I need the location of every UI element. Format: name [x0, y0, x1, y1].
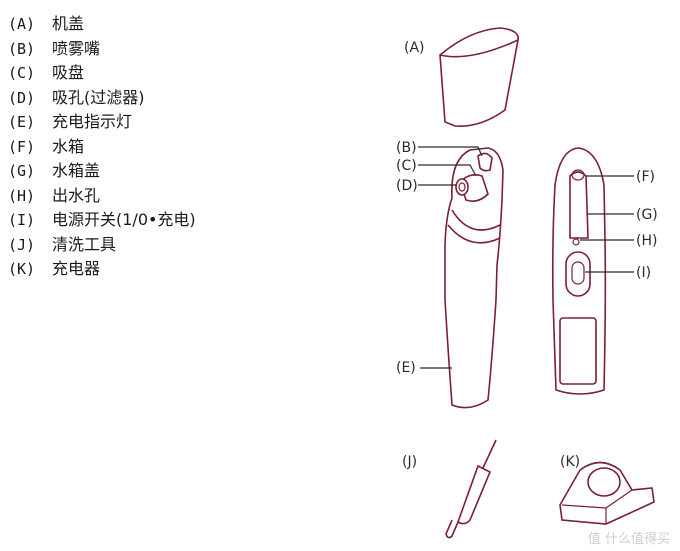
- callout-a: (A): [404, 40, 425, 56]
- legend-item: (H) 出水孔: [8, 184, 196, 209]
- legend-code: (F): [8, 137, 36, 156]
- legend-label: 清洗工具: [52, 234, 117, 254]
- legend-item: (C) 吸盘: [8, 61, 196, 86]
- cleaning-tool-drawing: [445, 439, 497, 539]
- legend-code: (H): [8, 186, 36, 205]
- legend-code: (E): [8, 113, 36, 131]
- charger-drawing: [559, 461, 655, 525]
- legend-code: (J): [8, 235, 36, 254]
- legend-item: (D) 吸孔(过滤器): [8, 86, 196, 111]
- legend-label: 充电器: [52, 259, 101, 278]
- watermark: 值 什么值得买: [587, 532, 670, 547]
- callout-k: (K): [560, 454, 580, 470]
- legend-item: (F) 水箱: [8, 135, 196, 160]
- legend-item: (B) 喷雾嘴: [8, 37, 196, 62]
- callout-d: (D): [396, 178, 418, 194]
- legend-label: 吸盘: [52, 63, 85, 82]
- legend-label: 吸孔(过滤器): [52, 87, 145, 107]
- legend-label: 水箱: [52, 136, 85, 156]
- legend-item: (A) 机盖: [8, 12, 196, 37]
- legend-code: (B): [8, 39, 36, 58]
- legend-label: 水箱盖: [52, 161, 101, 180]
- legend-code: (D): [8, 88, 36, 107]
- callout-h: (H): [636, 233, 657, 249]
- cap-drawing: [439, 27, 519, 127]
- legend-item: (J) 清洗工具: [8, 233, 196, 258]
- front-view-body: [444, 147, 504, 409]
- legend-label: 喷雾嘴: [52, 38, 101, 58]
- back-view-body: [551, 147, 607, 395]
- parts-legend: (A) 机盖 (B) 喷雾嘴 (C) 吸盘 (D) 吸孔(过滤器) (E) 充电指示灯 (…: [8, 12, 196, 282]
- callout-i: (I): [636, 265, 651, 281]
- callout-j: (J): [402, 454, 417, 470]
- legend-label: 电源开关(1/0•充电): [52, 210, 196, 229]
- legend-code: (K): [8, 260, 36, 278]
- legend-label: 充电指示灯: [52, 112, 133, 131]
- leader-c: [418, 164, 477, 177]
- legend-item: (E) 充电指示灯: [8, 110, 196, 135]
- legend-code: (I): [8, 211, 36, 229]
- legend-item: (K) 充电器: [8, 257, 196, 282]
- legend-code: (A): [8, 15, 36, 33]
- callout-g: (G): [636, 207, 658, 223]
- callout-c: (C): [396, 158, 417, 174]
- leader-b: [418, 146, 483, 157]
- legend-item: (G) 水箱盖: [8, 159, 196, 184]
- legend-label: 出水孔: [52, 185, 101, 205]
- legend-item: (I) 电源开关(1/0•充电): [8, 208, 196, 233]
- legend-code: (G): [8, 162, 36, 180]
- callout-b: (B): [396, 140, 417, 156]
- callout-f: (F): [636, 169, 655, 185]
- legend-label: 机盖: [52, 14, 85, 33]
- callout-e: (E): [396, 360, 416, 376]
- legend-code: (C): [8, 64, 36, 82]
